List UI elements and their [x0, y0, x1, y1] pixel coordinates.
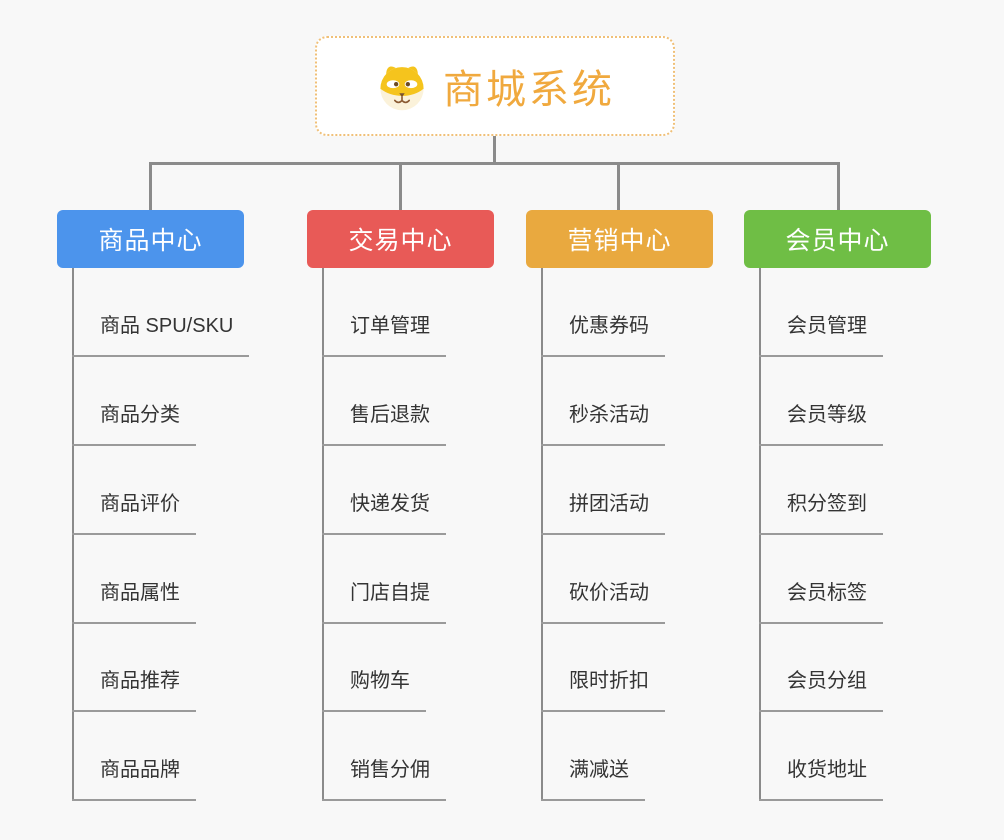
branch-label: 营销中心: [567, 227, 672, 255]
doge-icon: [380, 66, 424, 111]
child-node[interactable]: 订单管理: [322, 309, 446, 357]
connector-drop-product: [149, 165, 152, 210]
connector-root-stem: [493, 136, 496, 163]
child-node[interactable]: 拼团活动: [541, 487, 665, 535]
child-node[interactable]: 商品属性: [72, 576, 196, 624]
branch-member-center[interactable]: 会员中心: [744, 210, 931, 268]
child-node[interactable]: 快递发货: [322, 487, 446, 535]
child-node[interactable]: 秒杀活动: [541, 398, 665, 446]
connector-drop-marketing: [617, 165, 620, 210]
child-node[interactable]: 商品品牌: [72, 753, 196, 801]
child-node[interactable]: 门店自提: [322, 576, 446, 624]
child-node[interactable]: 商品 SPU/SKU: [72, 309, 250, 357]
child-node[interactable]: 商品推荐: [72, 664, 196, 712]
child-node[interactable]: 积分签到: [759, 487, 883, 535]
root-node[interactable]: 商城系统: [315, 36, 675, 136]
child-node[interactable]: 收货地址: [759, 753, 883, 801]
connector-horizontal-bar: [149, 162, 840, 165]
child-node[interactable]: 优惠券码: [541, 309, 665, 357]
connector-drop-trade: [399, 165, 402, 210]
branch-product-center[interactable]: 商品中心: [57, 210, 244, 268]
branch-trade-center[interactable]: 交易中心: [307, 210, 494, 268]
child-node[interactable]: 会员分组: [759, 664, 883, 712]
child-node[interactable]: 购物车: [322, 664, 426, 712]
child-node[interactable]: 会员等级: [759, 398, 883, 446]
branch-label: 会员中心: [785, 227, 890, 255]
branch-marketing-center[interactable]: 营销中心: [526, 210, 713, 268]
child-node[interactable]: 售后退款: [322, 398, 446, 446]
child-node[interactable]: 商品分类: [72, 398, 196, 446]
connector-drop-member: [837, 165, 840, 210]
child-node[interactable]: 限时折扣: [541, 664, 665, 712]
child-node[interactable]: 满减送: [541, 753, 645, 801]
child-node[interactable]: 会员管理: [759, 309, 883, 357]
root-label: 商城系统: [443, 68, 615, 112]
child-node[interactable]: 销售分佣: [322, 753, 446, 801]
branch-label: 商品中心: [98, 227, 203, 255]
child-node[interactable]: 砍价活动: [541, 576, 665, 624]
child-node[interactable]: 商品评价: [72, 487, 196, 535]
branch-label: 交易中心: [348, 227, 453, 255]
child-node[interactable]: 会员标签: [759, 576, 883, 624]
